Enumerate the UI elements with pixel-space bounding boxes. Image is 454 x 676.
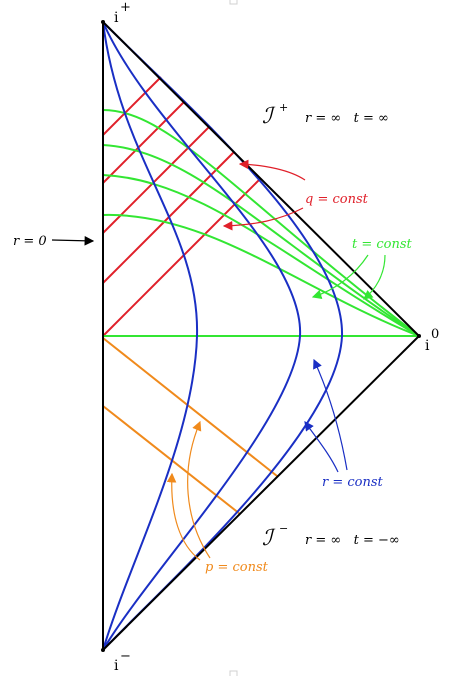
p-const-lines — [102, 337, 278, 515]
t-curve — [102, 109, 420, 337]
r-curve — [102, 21, 199, 651]
t-const-curves — [102, 109, 420, 337]
selection-handle-bottom — [229, 670, 238, 676]
scri-minus-label: ℐ — [262, 526, 276, 551]
i-plus-sup: + — [120, 0, 131, 15]
diagram-outline — [102, 21, 420, 651]
r-zero-label: r = 0 — [13, 234, 47, 249]
future-null-label: r = ∞ t = ∞ — [305, 111, 389, 126]
q-line — [102, 125, 211, 234]
t-const-label: t = const — [352, 237, 413, 252]
future-null-infinity — [102, 21, 420, 337]
i-minus-letter: i — [114, 658, 119, 674]
i-minus-point — [101, 648, 105, 652]
past-null-label: r = ∞ t = −∞ — [305, 533, 400, 548]
t-const-arrow — [363, 254, 386, 300]
t-const-arrow — [311, 254, 369, 300]
p-const-label: p = const — [205, 560, 269, 575]
i-minus-sup: − — [120, 649, 131, 664]
i-zero-sup: 0 — [431, 327, 439, 342]
q-line — [102, 100, 186, 184]
t-curve — [102, 213, 420, 337]
i-plus-letter: i — [114, 10, 119, 26]
i-zero-point — [417, 334, 421, 338]
q-const-label: q = const — [305, 192, 369, 207]
p-line — [102, 337, 278, 477]
past-null-infinity — [102, 335, 420, 651]
r-const-arrow — [304, 421, 339, 473]
p-const-arrow — [166, 472, 201, 561]
r-const-label: r = const — [322, 475, 384, 490]
i-plus-point — [101, 20, 105, 24]
q-const-arrow — [238, 159, 306, 181]
r-curve — [102, 21, 302, 651]
q-line — [102, 76, 162, 136]
r-zero-arrow — [51, 235, 95, 246]
i-zero-letter: i — [425, 338, 430, 354]
scri-plus-sup: + — [279, 101, 288, 114]
scri-plus-label: ℐ — [262, 104, 276, 129]
r-const-arrow — [313, 358, 348, 471]
q-line — [102, 177, 262, 337]
selection-handle-top — [229, 0, 238, 5]
p-const-arrow — [187, 420, 211, 559]
scri-minus-sup: − — [279, 522, 288, 535]
t-curve — [102, 174, 420, 337]
q-const-arrow — [222, 207, 304, 231]
